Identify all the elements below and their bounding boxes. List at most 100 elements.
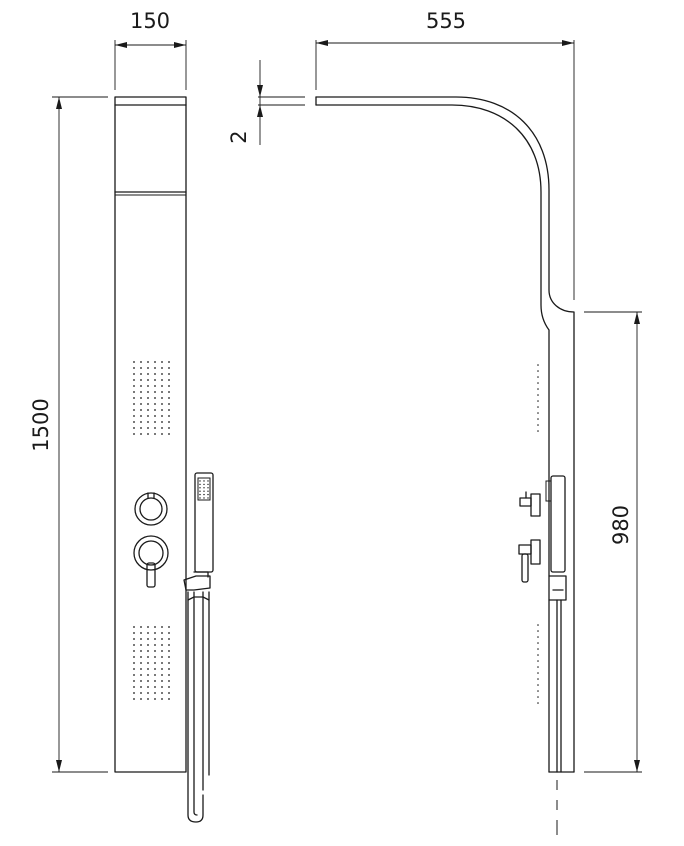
side-diverter-knob[interactable] xyxy=(519,491,541,517)
nozzle-dot xyxy=(537,406,539,408)
nozzle-dot xyxy=(161,421,163,423)
nozzle-dot xyxy=(140,427,142,429)
nozzle-dot xyxy=(154,367,156,369)
nozzle-dot xyxy=(133,415,135,417)
nozzle-dot xyxy=(133,686,135,688)
nozzle-dot xyxy=(203,487,205,489)
nozzle-dot xyxy=(133,379,135,381)
nozzle-dot xyxy=(161,361,163,363)
nozzle-dot xyxy=(161,686,163,688)
nozzle-dot xyxy=(537,624,539,626)
nozzle-dot xyxy=(140,433,142,435)
nozzle-dot xyxy=(140,668,142,670)
nozzle-dot xyxy=(168,656,170,658)
nozzle-dot xyxy=(154,644,156,646)
side-mixer-lever[interactable] xyxy=(518,539,541,583)
nozzle-dot xyxy=(154,698,156,700)
nozzle-dot xyxy=(154,638,156,640)
nozzle-dot xyxy=(140,361,142,363)
nozzle-dot xyxy=(147,385,149,387)
nozzle-dot xyxy=(147,644,149,646)
nozzle-dot xyxy=(147,415,149,417)
nozzle-dot xyxy=(161,698,163,700)
nozzle-dot xyxy=(133,632,135,634)
nozzle-dot xyxy=(161,680,163,682)
nozzle-dot xyxy=(133,367,135,369)
nozzle-dot xyxy=(154,391,156,393)
nozzle-dot xyxy=(207,490,209,492)
nozzle-dot xyxy=(199,493,201,496)
nozzle-dot xyxy=(161,656,163,658)
nozzle-dot xyxy=(140,379,142,381)
nozzle-dot xyxy=(168,662,170,664)
nozzle-dot xyxy=(161,391,163,393)
nozzle-dot xyxy=(140,421,142,423)
nozzle-dot xyxy=(168,692,170,694)
nozzle-dot xyxy=(537,400,539,402)
nozzle-dot xyxy=(168,433,170,435)
nozzle-dot xyxy=(161,662,163,664)
dim-label-side-gap: 2 xyxy=(227,130,251,143)
nozzle-dot xyxy=(203,497,205,499)
nozzle-dot xyxy=(207,483,209,486)
front-mixer-lever[interactable] xyxy=(133,535,169,588)
nozzle-dot xyxy=(537,648,539,650)
dim-label-front-width: 150 xyxy=(130,9,170,33)
nozzle-dot xyxy=(168,644,170,646)
nozzle-dot xyxy=(161,638,163,640)
nozzle-dot xyxy=(133,656,135,658)
nozzle-dot xyxy=(147,433,149,435)
nozzle-dot xyxy=(161,632,163,634)
nozzle-dot xyxy=(140,415,142,417)
nozzle-dot xyxy=(168,361,170,363)
nozzle-dot xyxy=(154,361,156,363)
nozzle-dot xyxy=(207,493,209,496)
nozzle-dot xyxy=(168,680,170,682)
nozzle-dot xyxy=(537,376,539,378)
nozzle-dot xyxy=(537,370,539,372)
nozzle-dot xyxy=(161,674,163,676)
nozzle-dot xyxy=(154,632,156,634)
nozzle-dot xyxy=(168,409,170,411)
dimension-side-height: 980 xyxy=(609,312,640,772)
nozzle-dot xyxy=(154,692,156,694)
nozzle-dot xyxy=(140,650,142,652)
front-hose xyxy=(187,591,210,823)
nozzle-dot xyxy=(537,636,539,638)
nozzle-dot xyxy=(154,421,156,423)
nozzle-dot xyxy=(154,379,156,381)
nozzle-dot xyxy=(147,638,149,640)
nozzle-dot xyxy=(147,698,149,700)
front-diverter-knob[interactable] xyxy=(134,492,168,526)
nozzle-dot xyxy=(140,674,142,676)
dimension-front-width: 150 xyxy=(114,9,187,90)
nozzle-dot xyxy=(168,674,170,676)
nozzle-dot xyxy=(147,361,149,363)
nozzle-dot xyxy=(133,427,135,429)
nozzle-dot xyxy=(207,497,209,499)
nozzle-dot xyxy=(147,373,149,375)
nozzle-dot xyxy=(140,632,142,634)
nozzle-dot xyxy=(133,397,135,399)
nozzle-dot xyxy=(140,373,142,375)
nozzle-dot xyxy=(154,385,156,387)
nozzle-dot xyxy=(161,397,163,399)
nozzle-dot xyxy=(199,487,201,489)
nozzle-dot xyxy=(168,397,170,399)
nozzle-dot xyxy=(537,654,539,656)
nozzle-dot xyxy=(147,626,149,628)
nozzle-dot xyxy=(168,373,170,375)
nozzle-dot xyxy=(168,626,170,628)
nozzle-dot xyxy=(161,626,163,628)
front-hand-shower[interactable] xyxy=(183,472,214,591)
nozzle-dot xyxy=(147,686,149,688)
front-nozzle-group-upper xyxy=(133,361,170,435)
side-view xyxy=(258,40,642,835)
nozzle-dot xyxy=(154,686,156,688)
nozzle-dot xyxy=(133,680,135,682)
nozzle-dot xyxy=(161,409,163,411)
nozzle-dot xyxy=(133,638,135,640)
nozzle-dot xyxy=(168,391,170,393)
nozzle-dot xyxy=(154,650,156,652)
